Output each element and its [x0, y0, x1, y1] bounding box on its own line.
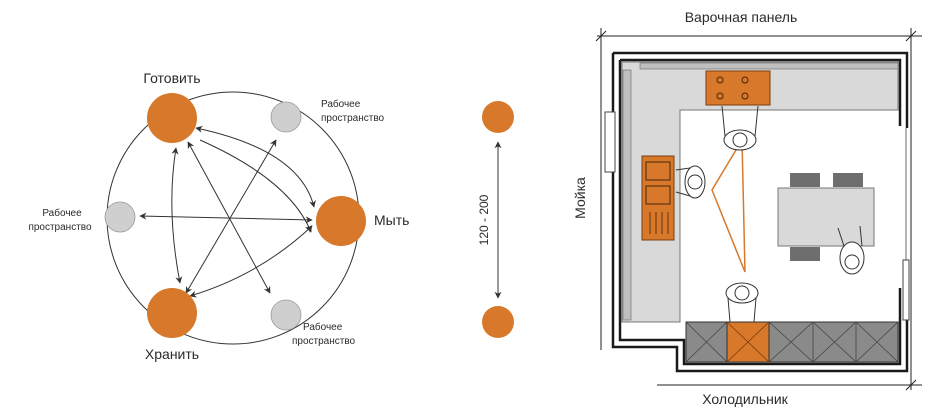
right-door [902, 259, 910, 321]
chair-top-right [833, 173, 863, 187]
cook-node [147, 93, 197, 143]
worktop-bottom-label-line1: Рабочее [303, 321, 343, 333]
bottom-cabinets [685, 321, 899, 363]
cooktop [705, 70, 771, 106]
person-at-fridge [725, 282, 759, 323]
arrow-store-wash [189, 225, 313, 298]
right-opening [896, 128, 908, 286]
floor-plan: Варочная панель Мойка Холодильник [572, 9, 922, 407]
worktop-left-label-line1: Рабочее [42, 207, 82, 219]
cooktop-burners [716, 76, 749, 100]
left-window [604, 111, 616, 173]
worktop-left-node [104, 201, 136, 233]
worktop-top-node [270, 101, 302, 133]
wash-node [316, 196, 366, 246]
person-at-cooktop [721, 105, 759, 151]
cabinet-crosses [685, 321, 899, 363]
distance-indicator: 120 - 200 [477, 101, 514, 338]
person-at-sink [675, 165, 706, 199]
work-triangle [711, 137, 746, 273]
fridge-label: Холодильник [702, 391, 788, 407]
room-walls [611, 51, 909, 373]
arrow-workleft-wash [139, 212, 313, 224]
worktop-bottom-label-line2: пространство [292, 336, 356, 347]
sink [641, 155, 675, 241]
sink-drainboard [649, 212, 669, 234]
worktop-left-label-line2: пространство [28, 222, 92, 233]
workflow-arrows [139, 125, 316, 298]
distance-label: 120 - 200 [477, 194, 491, 245]
sink-label: Мойка [572, 177, 588, 219]
chair-bottom-left [790, 247, 820, 261]
person-at-table [837, 225, 865, 275]
worktop-top-label-line1: Рабочее [321, 98, 361, 110]
arrow-cook-wash [195, 125, 316, 208]
plan-dimension-lines [595, 28, 922, 391]
dining-table [777, 187, 875, 247]
counter-edge-left [622, 69, 632, 321]
store-node [147, 288, 197, 338]
worktop-bottom-node [270, 299, 302, 331]
cooktop-label: Варочная панель [685, 9, 798, 25]
wash-label: Мыть [374, 212, 409, 228]
arrow-cook-store [171, 147, 183, 284]
cook-label: Готовить [143, 70, 200, 86]
arrow-cook-wash-2 [199, 139, 312, 233]
distance-top-dot [482, 101, 514, 133]
store-label: Хранить [145, 346, 199, 362]
counter-edge-top [639, 62, 899, 70]
distance-bottom-dot [482, 306, 514, 338]
workflow-diagram: Готовить Мыть Хранить Рабочее пространст… [28, 70, 409, 362]
chair-top-left [790, 173, 820, 187]
worktop-top-label-line2: пространство [321, 113, 385, 124]
